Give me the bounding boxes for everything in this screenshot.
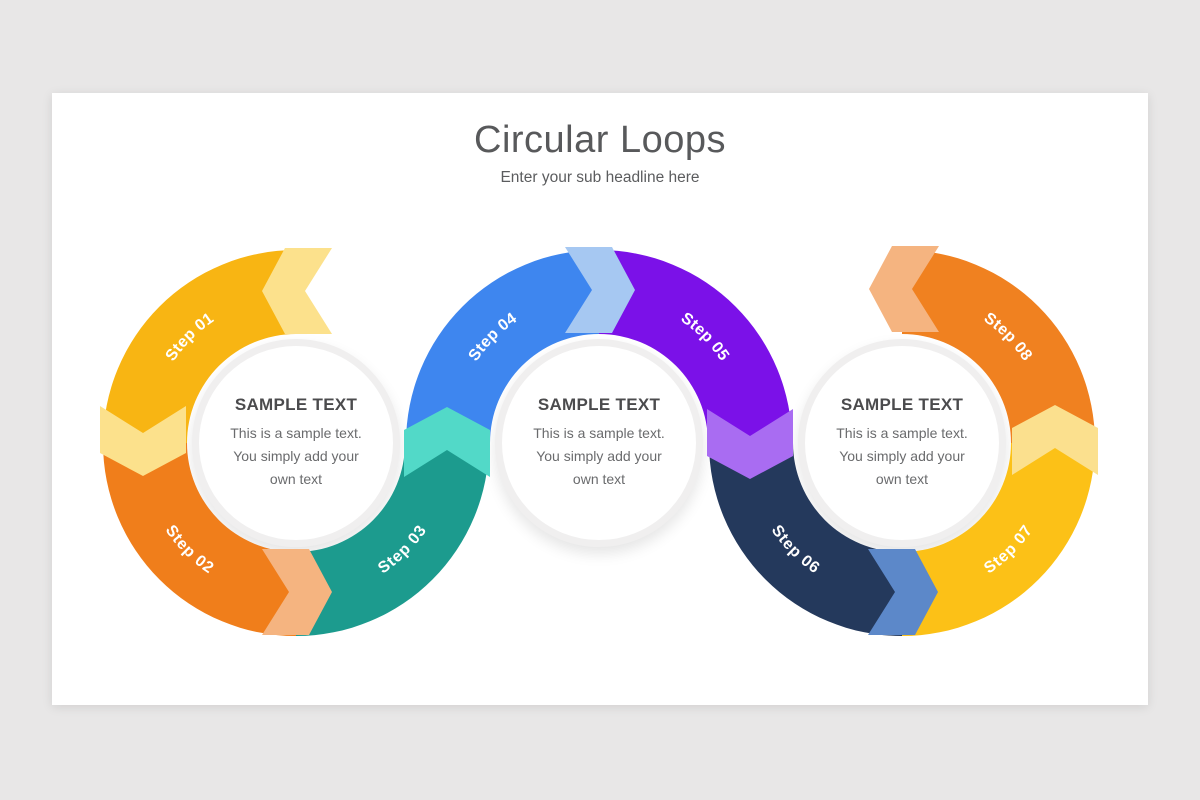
step-01-arc (103, 250, 296, 443)
step-08-arc (902, 250, 1095, 443)
page-title: Circular Loops (474, 119, 726, 161)
chevron-down-icon (100, 406, 186, 476)
loop-1-center-card: SAMPLE TEXT This is a sample text. You s… (192, 339, 400, 547)
step-06-arc (709, 443, 902, 636)
chevron-left-icon (262, 248, 332, 334)
step-03-arc (296, 443, 489, 636)
loop-3-center-card: SAMPLE TEXT This is a sample text. You s… (798, 339, 1006, 547)
chevron-left-icon (869, 246, 939, 332)
step-07-arc (902, 443, 1095, 636)
chevron-up-icon (404, 407, 490, 477)
chevron-right-icon (565, 247, 635, 333)
loop-2-center-card: SAMPLE TEXT This is a sample text. You s… (495, 339, 703, 547)
card-heading: SAMPLE TEXT (234, 395, 358, 415)
step-02-arc (103, 443, 296, 636)
page-subtitle: Enter your sub headline here (500, 169, 700, 186)
chevron-up-icon (1012, 405, 1098, 475)
chevron-right-icon (868, 549, 938, 635)
card-heading: SAMPLE TEXT (840, 395, 964, 415)
chevron-down-icon (707, 409, 793, 479)
slide-header: Circular Loops Enter your sub headline h… (52, 93, 1148, 187)
card-heading: SAMPLE TEXT (537, 395, 661, 415)
step-05-arc (599, 250, 792, 443)
card-body-text: This is a sample text. You simply add yo… (836, 425, 968, 487)
card-body-text: This is a sample text. You simply add yo… (533, 425, 665, 487)
step-04-arc (406, 250, 599, 443)
chevron-right-icon (262, 549, 332, 635)
card-body-text: This is a sample text. You simply add yo… (230, 425, 362, 487)
